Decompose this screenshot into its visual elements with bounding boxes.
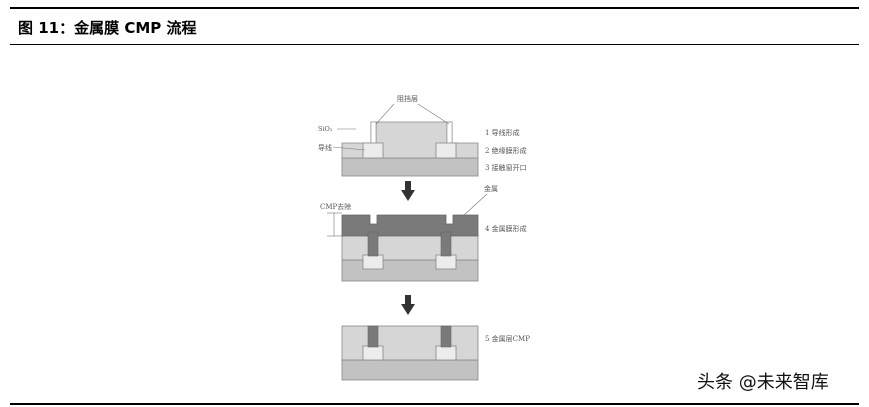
sio2-label: SiO₂ [318,125,333,133]
stage-2-wire-right [435,254,457,270]
barrier-leader-right [417,103,450,125]
down-arrow-2-icon [401,295,415,315]
wire-leader [332,146,366,151]
step-2-label: 2 绝缘膜形成 [485,146,527,155]
stage-2-plug-left [367,231,379,257]
stage-2-substrate [341,259,479,282]
stage-3-plug-left [367,325,379,348]
stage-2-oxide [341,233,479,261]
metal-leader [462,193,488,217]
stage-3-plug-right [440,325,452,348]
watermark-text: 头条 @未来智库 [697,372,829,393]
stage-1-wafer: 阻挡层 SiO₂ 导线 1 导线形成 2 绝缘膜形成 3 接触窗开口 [318,94,527,177]
stage-2-metal-film [341,214,479,237]
stage-1-wire-left [362,142,384,159]
barrier-leader-left [375,103,395,125]
stage-3-wafer: 5 金属层CMP [341,325,530,381]
stage-3-wire-left [362,345,384,361]
stage-1-substrate [341,157,479,177]
caption-bottom-rule [10,44,859,45]
stage-1-oxide [341,121,479,159]
step-3-label: 3 接触窗开口 [485,163,527,172]
stage-3-substrate [341,359,479,381]
stage-3-oxide [341,325,479,361]
stage-2-plug-right [440,231,452,257]
stage-3-wire-right [435,345,457,361]
wire-label: 导线 [318,143,332,152]
step-1-label: 1 导线形成 [485,128,520,137]
cmp-removal-label: CMP去除 [320,202,351,211]
barrier-layer-label: 阻挡层 [397,94,418,103]
down-arrow-1-icon [401,181,415,201]
step-4-label: 4 金属膜形成 [485,224,527,233]
step-5-label: 5 金属层CMP [485,334,530,343]
stage-1-opening-left [370,121,377,145]
metal-label: 金属 [484,184,498,193]
figure-caption: 图 11：金属膜 CMP 流程 [18,19,197,37]
stage-2-wire-left [362,254,384,270]
stage-2-wafer: CMP去除 金属 4 金属膜形成 [320,184,527,282]
stage-1-opening-right [446,121,453,145]
stage-1-wire-right [435,142,457,159]
caption-top-rule [10,7,859,9]
figure-bottom-rule [10,403,859,405]
